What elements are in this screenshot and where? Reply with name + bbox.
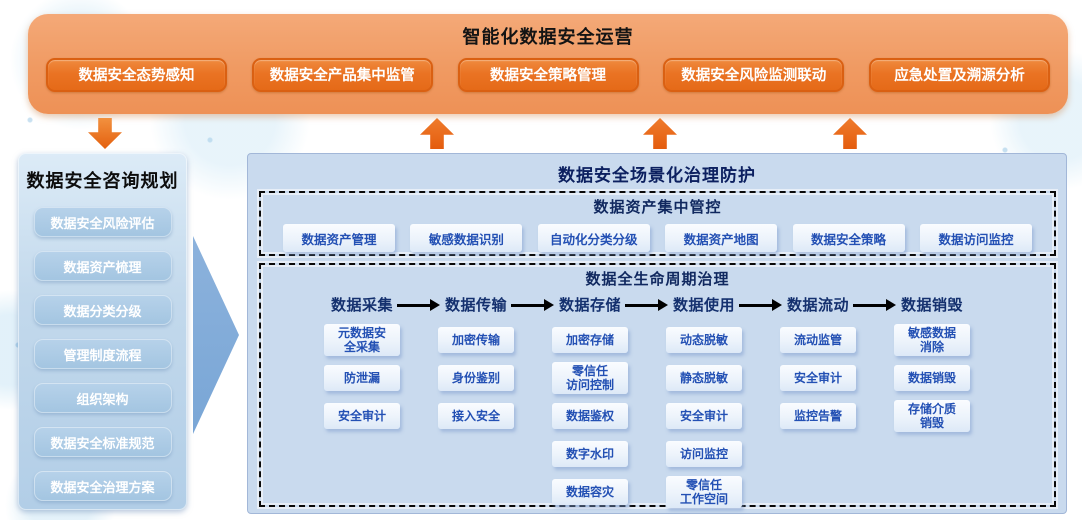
stage-label-transmission: 数据传输 <box>444 297 507 314</box>
lifecycle-item-encrypted-storage[interactable]: 加密存储 <box>552 327 628 353</box>
lifecycle-item-flow-supervision[interactable]: 流动监管 <box>780 327 856 353</box>
lifecycle-column-destruction: 敏感数据 消除 数据销毁 存储介质 销毁 <box>875 321 989 511</box>
flow-arrow-icon <box>625 299 668 311</box>
lifecycle-item-sensitive-data-elimination[interactable]: 敏感数据 消除 <box>894 323 970 357</box>
consulting-panel: 数据安全咨询规划 数据安全风险评估 数据资产梳理 数据分类分级 管理制度流程 组… <box>18 153 187 510</box>
top-operations-panel: 智能化数据安全运营 数据安全态势感知 数据安全产品集中监管 数据安全策略管理 数… <box>28 14 1068 114</box>
lifecycle-column-usage: 动态脱敏 静态脱敏 安全审计 访问监控 零信任 工作空间 <box>647 321 761 511</box>
top-button-situation-awareness[interactable]: 数据安全态势感知 <box>46 58 227 92</box>
top-button-policy-management[interactable]: 数据安全策略管理 <box>457 58 639 92</box>
governance-panel-title: 数据安全场景化治理防护 <box>558 166 756 185</box>
top-button-risk-monitor-linkage[interactable]: 数据安全风险监测联动 <box>663 58 845 92</box>
lifecycle-item-storage-media-destruction[interactable]: 存储介质 销毁 <box>894 399 970 433</box>
lifecycle-item-identity-authentication[interactable]: 身份鉴别 <box>438 365 514 391</box>
lifecycle-item-metadata-collection[interactable]: 元数据安 全采集 <box>324 323 400 357</box>
lifecycle-item-security-audit-collect[interactable]: 安全审计 <box>324 403 400 429</box>
stage-label-flow: 数据流动 <box>786 297 849 314</box>
consulting-item-risk-assessment[interactable]: 数据安全风险评估 <box>33 207 172 237</box>
arrow-up-icon <box>833 118 867 149</box>
asset-item-access-monitor[interactable]: 数据访问监控 <box>919 224 1032 252</box>
lifecycle-item-disaster-recovery[interactable]: 数据容灾 <box>552 479 628 505</box>
lifecycle-item-encrypted-transfer[interactable]: 加密传输 <box>438 327 514 353</box>
lifecycle-column-storage: 加密存储 零信任 访问控制 数据鉴权 数字水印 数据容灾 <box>533 321 647 511</box>
asset-item-asset-management[interactable]: 数据资产管理 <box>283 224 395 252</box>
flow-arrow-icon <box>739 299 782 311</box>
top-button-product-supervision[interactable]: 数据安全产品集中监管 <box>251 58 433 92</box>
lifecycle-item-monitor-alert[interactable]: 监控告警 <box>780 403 856 429</box>
asset-control-item-row: 数据资产管理 敏感数据识别 自动化分类分级 数据资产地图 数据安全策略 数据访问… <box>261 217 1054 252</box>
lifecycle-columns: 元数据安 全采集 防泄漏 安全审计 加密传输 身份鉴别 接入安全 加密存储 零信… <box>305 321 1054 511</box>
top-button-row: 数据安全态势感知 数据安全产品集中监管 数据安全策略管理 数据安全风险监测联动 … <box>28 49 1068 92</box>
consulting-item-classification[interactable]: 数据分类分级 <box>33 295 172 325</box>
arrow-up-icon <box>420 118 454 149</box>
stage-label-storage: 数据存储 <box>558 297 621 314</box>
asset-control-title: 数据资产集中管控 <box>593 199 722 216</box>
lifecycle-item-dynamic-masking[interactable]: 动态脱敏 <box>666 327 742 353</box>
lifecycle-item-access-security[interactable]: 接入安全 <box>438 403 514 429</box>
consulting-item-management-process[interactable]: 管理制度流程 <box>33 339 172 369</box>
lifecycle-title: 数据全生命周期治理 <box>585 271 730 288</box>
chevron-right-icon <box>193 236 239 434</box>
stage-label-destruction: 数据销毁 <box>900 297 963 314</box>
lifecycle-item-access-monitoring[interactable]: 访问监控 <box>666 441 742 467</box>
consulting-item-asset-sorting[interactable]: 数据资产梳理 <box>33 251 172 281</box>
arrow-up-icon <box>643 118 677 149</box>
lifecycle-item-security-audit-flow[interactable]: 安全审计 <box>780 365 856 391</box>
stage-label-collection: 数据采集 <box>330 297 393 314</box>
consulting-item-governance-plan[interactable]: 数据安全治理方案 <box>33 471 172 501</box>
consulting-item-list: 数据安全风险评估 数据资产梳理 数据分类分级 管理制度流程 组织架构 数据安全标… <box>18 207 187 501</box>
asset-item-security-policy[interactable]: 数据安全策略 <box>792 224 905 252</box>
asset-item-auto-classification[interactable]: 自动化分类分级 <box>537 224 650 252</box>
arrow-down-icon <box>88 118 122 149</box>
lifecycle-column-transmission: 加密传输 身份鉴别 接入安全 <box>419 321 533 511</box>
consulting-item-org-structure[interactable]: 组织架构 <box>33 383 172 413</box>
flow-arrow-icon <box>853 299 896 311</box>
top-button-emergency-traceability[interactable]: 应急处置及溯源分析 <box>869 58 1050 92</box>
lifecycle-section: 数据全生命周期治理 数据采集 数据传输 数据存储 数据使用 数据流动 数据销毁 … <box>259 263 1056 509</box>
asset-item-asset-map[interactable]: 数据资产地图 <box>665 224 778 252</box>
flow-arrow-icon <box>397 299 440 311</box>
lifecycle-item-zero-trust-access-control[interactable]: 零信任 访问控制 <box>552 361 628 395</box>
consulting-panel-title: 数据安全咨询规划 <box>26 171 179 191</box>
lifecycle-column-flow: 流动监管 安全审计 监控告警 <box>761 321 875 511</box>
lifecycle-item-zero-trust-workspace[interactable]: 零信任 工作空间 <box>666 475 742 509</box>
asset-item-sensitive-data-identify[interactable]: 敏感数据识别 <box>410 224 523 252</box>
lifecycle-item-security-audit-usage[interactable]: 安全审计 <box>666 403 742 429</box>
lifecycle-item-static-masking[interactable]: 静态脱敏 <box>666 365 742 391</box>
lifecycle-column-collection: 元数据安 全采集 防泄漏 安全审计 <box>305 321 419 511</box>
lifecycle-item-data-destruction[interactable]: 数据销毁 <box>894 365 970 391</box>
lifecycle-item-digital-watermark[interactable]: 数字水印 <box>552 441 628 467</box>
lifecycle-item-leak-prevention[interactable]: 防泄漏 <box>324 365 400 391</box>
lifecycle-flow-row: 数据采集 数据传输 数据存储 数据使用 数据流动 数据销毁 <box>305 294 1054 318</box>
stage-label-usage: 数据使用 <box>672 297 735 314</box>
governance-panel: 数据安全场景化治理防护 数据资产集中管控 数据资产管理 敏感数据识别 自动化分类… <box>247 153 1067 514</box>
asset-control-section: 数据资产集中管控 数据资产管理 敏感数据识别 自动化分类分级 数据资产地图 数据… <box>259 191 1056 256</box>
flow-arrow-icon <box>511 299 554 311</box>
top-panel-title: 智能化数据安全运营 <box>462 27 634 47</box>
consulting-item-standards[interactable]: 数据安全标准规范 <box>33 427 172 457</box>
lifecycle-item-data-authorization[interactable]: 数据鉴权 <box>552 403 628 429</box>
